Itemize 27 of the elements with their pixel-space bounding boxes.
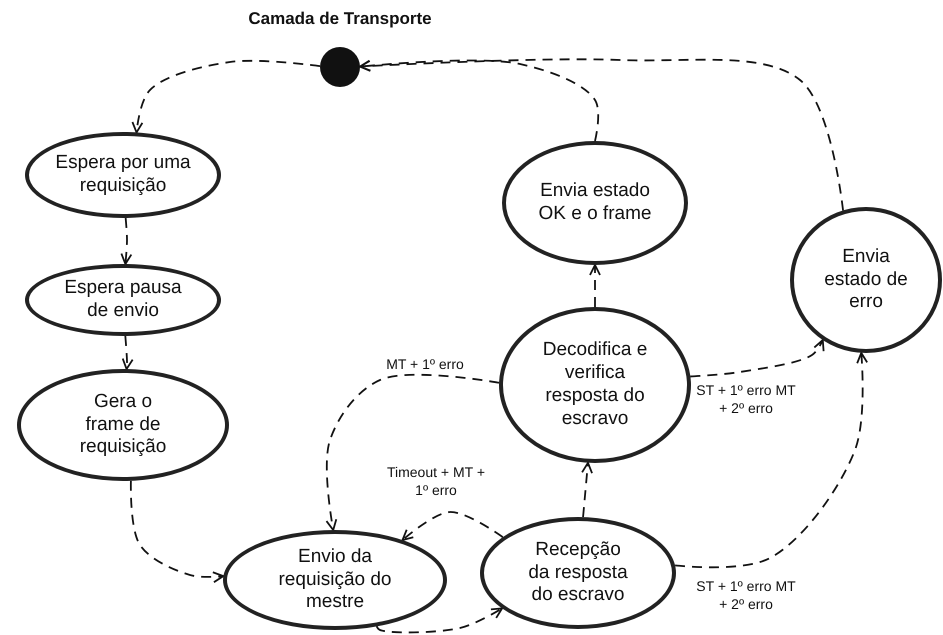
dashed-arrow <box>326 374 500 531</box>
state-label: Recepção da resposta do escravo <box>527 538 629 608</box>
dashed-arrow <box>402 511 504 541</box>
edge-label: MT + 1º erro <box>385 356 465 374</box>
state-caption: Camada de Transporte <box>247 9 433 29</box>
state-label: Envia estado OK e o frame <box>538 180 652 226</box>
dashed-arrow <box>130 480 224 584</box>
dashed-arrow <box>359 60 600 142</box>
state-label: Gera o frame de requisição <box>78 390 168 460</box>
dashed-arrow <box>359 58 844 211</box>
state-label: Decodifica e verifica resposta do escravo <box>542 339 648 431</box>
dashed-arrow <box>120 218 132 265</box>
state-label: Envio da requisição do mestre <box>277 546 393 614</box>
edge-label: ST + 1º erro MT + 2º erro <box>696 382 796 417</box>
dashed-arrow <box>122 336 134 370</box>
state-label: Espera por uma requisição <box>54 152 192 198</box>
dashed-arrow <box>589 264 601 307</box>
dashed-arrow <box>581 462 593 518</box>
state-label: Envia estado de erro <box>823 246 909 314</box>
initial-state-dot <box>320 47 360 87</box>
edge-label: ST + 1º erro MT + 2º erro <box>696 578 796 613</box>
edge-label: Timeout + MT + 1º erro <box>386 464 486 499</box>
dashed-arrow <box>376 608 503 634</box>
dashed-arrow <box>675 352 868 568</box>
dashed-arrow <box>132 60 320 134</box>
state-label: Espera pausa de envio <box>63 277 183 323</box>
dashed-arrow <box>690 339 824 378</box>
